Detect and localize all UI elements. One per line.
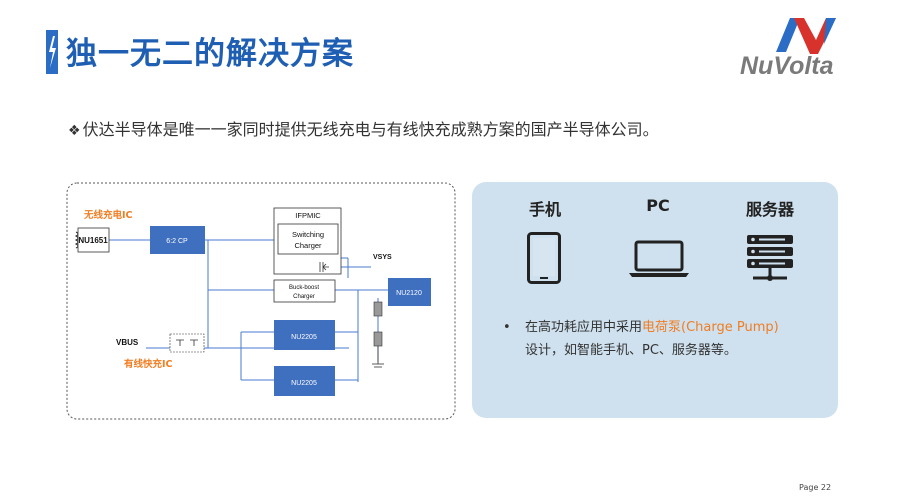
panel-bullet: • bbox=[503, 320, 511, 335]
vbus-label: VBUS bbox=[116, 338, 139, 347]
nu2205-block-b bbox=[274, 366, 335, 396]
desc-highlight: 电荷泵(Charge Pump) bbox=[642, 320, 779, 335]
cp-label: 6:2 CP bbox=[166, 238, 188, 245]
page-number: Page 22 bbox=[799, 483, 832, 492]
brand-wordmark: NuVolta bbox=[740, 52, 834, 80]
intro-text: 伏达半导体是唯一一家同时提供无线充电与有线快充成熟方案的国产半导体公司。 bbox=[82, 120, 659, 139]
panel-description: 在高功耗应用中采用电荷泵(Charge Pump) 设计，如智能手机、PC、服务器… bbox=[525, 316, 825, 362]
desc-suffix: 设计，如智能手机、PC、服务器等。 bbox=[525, 343, 737, 358]
switching-charger-line2: Charger bbox=[294, 241, 322, 250]
switching-charger-line1: Switching bbox=[292, 230, 324, 239]
buck-boost-block bbox=[273, 279, 336, 303]
laptop-icon bbox=[629, 240, 689, 277]
buck-boost-line2: Charger bbox=[293, 294, 315, 300]
load-switch-block bbox=[169, 333, 205, 353]
server-icon bbox=[747, 235, 793, 281]
nu2205-a-label: NU2205 bbox=[291, 334, 317, 341]
vsys-label: VSYS bbox=[373, 254, 392, 261]
nuvolta-logo bbox=[776, 18, 836, 54]
ifpmic-label: IFPMIC bbox=[295, 211, 321, 220]
nu1651-label: NU1651 bbox=[78, 236, 108, 245]
mosfet-icon bbox=[176, 339, 198, 346]
wired-ic-label: 有线快充IC bbox=[124, 358, 173, 370]
nu2120-block bbox=[388, 278, 431, 306]
title-accent-bar bbox=[46, 30, 58, 74]
intro-statement: ❖伏达半导体是唯一一家同时提供无线充电与有线快充成熟方案的国产半导体公司。 bbox=[68, 116, 659, 140]
battery-icon bbox=[372, 301, 384, 368]
page-title: 独一无二的解决方案 bbox=[66, 36, 354, 72]
phone-label: 手机 bbox=[528, 200, 562, 219]
diamond-bullet-icon: ❖ bbox=[68, 123, 81, 139]
charging-block-diagram: NU1651 6:2 CP IFPMIC Switching Charger V… bbox=[66, 182, 456, 420]
smartphone-icon bbox=[527, 232, 561, 284]
nu2120-label: NU2120 bbox=[396, 290, 422, 297]
cp-block bbox=[150, 226, 205, 254]
transistor-icon bbox=[319, 262, 329, 272]
desc-prefix: 在高功耗应用中采用 bbox=[525, 320, 643, 335]
application-panel bbox=[472, 182, 838, 418]
nu2205-b-label: NU2205 bbox=[291, 380, 317, 387]
server-label: 服务器 bbox=[745, 200, 795, 219]
nu2205-block-a bbox=[274, 320, 335, 350]
pc-label: PC bbox=[646, 196, 670, 215]
buck-boost-line1: Buck-boost bbox=[289, 285, 319, 291]
wireless-ic-label: 无线充电IC bbox=[83, 209, 133, 221]
